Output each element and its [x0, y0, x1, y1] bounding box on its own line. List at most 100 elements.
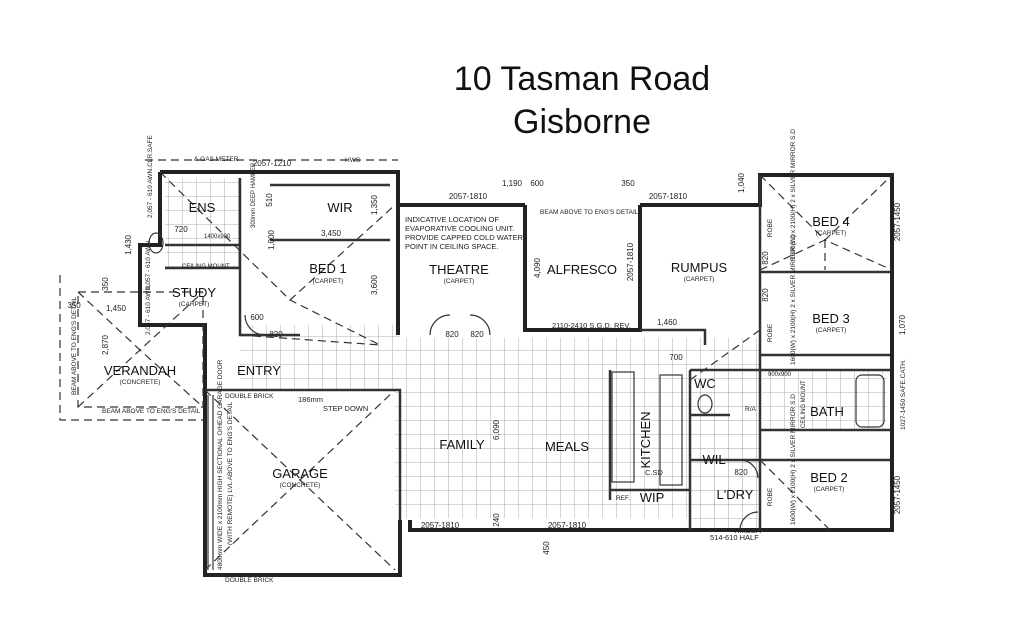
- dimension-labels: 2057-1210 3,450 1,350 3,600 600 820 2057…: [67, 159, 907, 555]
- plan-title-address: 10 Tasman Road: [453, 60, 711, 98]
- roof-outline: [59, 159, 398, 421]
- toilet-icon: [148, 232, 164, 254]
- note-double-brick-bottom: DOUBLE BRICK: [225, 577, 274, 584]
- robe-label: ROBE: [767, 218, 774, 237]
- dim-label: 1,070: [898, 314, 907, 335]
- room-label-alfresco: ALFRESCO: [547, 262, 617, 277]
- note-safe-cath: 1027-1450 SAFE.CATH.: [900, 359, 907, 430]
- room-label-garage: GARAGE: [272, 466, 328, 481]
- note-beam-verandah: BEAM ABOVE TO ENG'S DETAIL: [102, 408, 201, 415]
- room-label-bath: BATH: [810, 404, 844, 419]
- dim-label: 2057-1450: [893, 475, 902, 514]
- tiled-floor-ens: [165, 178, 240, 268]
- note-ref: REF.: [616, 495, 630, 502]
- note-timber-half: 514-610 HALF: [710, 533, 759, 542]
- note-meter: & GAS METER: [194, 156, 239, 163]
- dim-label: 820: [269, 330, 283, 339]
- toilet-icon: [697, 394, 713, 414]
- dim-label: 2057-1810: [548, 521, 587, 530]
- note-deep-hamper: 300mm DEEP HAMPER: [251, 162, 257, 228]
- room-label-verandah: VERANDAH: [104, 363, 176, 378]
- dim-label: 2057-1810: [421, 521, 460, 530]
- note-awning-safe: 2,057 - 610 AWN.CLR.SAFE: [147, 134, 154, 218]
- kitchen-bench: [611, 371, 635, 483]
- note-garage-door: 4800mm WIDE x 2100mm HIGH SECTIONAL O/HE…: [217, 359, 224, 570]
- robe-label: ROBE: [767, 323, 774, 342]
- dim-label: 3,450: [321, 229, 342, 238]
- garage-door: [207, 395, 214, 570]
- dim-label: 2057-1210: [253, 159, 292, 168]
- note-awning-1: 2,057 - 610 AWN.: [145, 239, 152, 290]
- dim-label: 450: [542, 541, 551, 555]
- note-csd: C.SD: [645, 468, 664, 477]
- note-step-down: STEP DOWN: [323, 404, 368, 413]
- interior-walls: [165, 175, 890, 530]
- dim-label: 1,040: [737, 172, 746, 193]
- dim-label: 600: [250, 313, 264, 322]
- dim-label: 1,000: [267, 229, 276, 250]
- room-label-ens: ENS: [189, 200, 216, 215]
- dim-label: 1,450: [106, 304, 127, 313]
- note-cooling-2: EVAPORATIVE COOLING UNIT.: [405, 224, 514, 233]
- room-label-bed2: BED 2: [810, 470, 848, 485]
- dim-label: 350: [621, 179, 635, 188]
- room-label-ldry: L'DRY: [717, 487, 754, 502]
- tiled-floor-bath: [762, 370, 887, 430]
- tiled-floor-wet: [690, 370, 760, 530]
- note-hws: HWS: [345, 157, 361, 164]
- room-label-entry: ENTRY: [237, 363, 281, 378]
- note-mirror-bed3: 1600(W) x 2100(H) 2 x SILVER MIRROR S.D: [790, 234, 797, 365]
- verandah-outline: [77, 291, 204, 408]
- dim-label: 3,600: [370, 274, 379, 295]
- dim-label: 240: [492, 513, 501, 527]
- room-label-study: STUDY: [172, 285, 216, 300]
- room-label-wil: WIL: [702, 452, 725, 467]
- dim-label: 6,090: [492, 419, 501, 440]
- finish-garage: (CONCRETE): [280, 482, 321, 489]
- room-label-wir: WIR: [327, 200, 352, 215]
- room-label-bed4: BED 4: [812, 214, 850, 229]
- room-label-wc: WC: [694, 376, 716, 391]
- plan-title-suburb: Gisborne: [513, 103, 651, 141]
- dim-label: 2057-1450: [893, 202, 902, 241]
- note-shower: 1400x900: [204, 234, 231, 240]
- interior-wall-alfresco: [396, 205, 642, 335]
- room-label-family: FAMILY: [439, 437, 485, 452]
- note-shower-bath: 900x900: [768, 372, 792, 378]
- robe-label: ROBE: [767, 487, 774, 506]
- room-label-kitchen: KITCHEN: [638, 411, 653, 468]
- exterior-wall: [138, 170, 894, 577]
- roof-hip-lines: [77, 171, 893, 571]
- dim-label: 700: [669, 353, 683, 362]
- room-label-theatre: THEATRE: [429, 262, 489, 277]
- kitchen-island: [659, 374, 683, 486]
- note-ceiling-mount-bath: CEILING MOUNT: [801, 380, 807, 428]
- finish-rumpus: (CARPET): [684, 276, 715, 283]
- dim-label: 1,350: [370, 194, 379, 215]
- finish-bed2: (CARPET): [814, 486, 845, 493]
- dim-label: 820: [470, 330, 484, 339]
- finish-bed3: (CARPET): [816, 327, 847, 334]
- door-swings: [244, 314, 759, 531]
- note-timber: TIMBER: [733, 526, 762, 535]
- note-step-mm: 186mm: [298, 395, 323, 404]
- note-mirror-bed2: 1600(W) x 2100(H) 2 x SILVER MIRROR S.D: [790, 394, 797, 525]
- finish-verandah: (CONCRETE): [120, 379, 161, 386]
- note-sgd: 2110-2410 S.G.D. REV.: [552, 321, 631, 330]
- finish-bed4: (CARPET): [816, 230, 847, 237]
- dim-label: 820: [761, 251, 770, 265]
- dim-label: 820: [445, 330, 459, 339]
- note-garage-remote: (WITH REMOTE) LVL ABOVE TO ENG'S DETAIL: [227, 401, 234, 545]
- note-cooling-4: POINT IN CEILING SPACE.: [405, 242, 499, 251]
- dim-label: 820: [761, 288, 770, 302]
- room-label-meals: MEALS: [545, 439, 589, 454]
- dim-label: 820: [734, 468, 748, 477]
- dim-label: 350: [67, 301, 81, 310]
- bathtub-icon: [855, 374, 885, 428]
- note-double-brick-top: DOUBLE BRICK: [225, 393, 274, 400]
- finish-theatre: (CARPET): [444, 278, 475, 285]
- note-cooling-1: INDICATIVE LOCATION OF: [405, 215, 499, 224]
- room-label-rumpus: RUMPUS: [671, 260, 728, 275]
- dim-label: 2057-1810: [626, 242, 635, 281]
